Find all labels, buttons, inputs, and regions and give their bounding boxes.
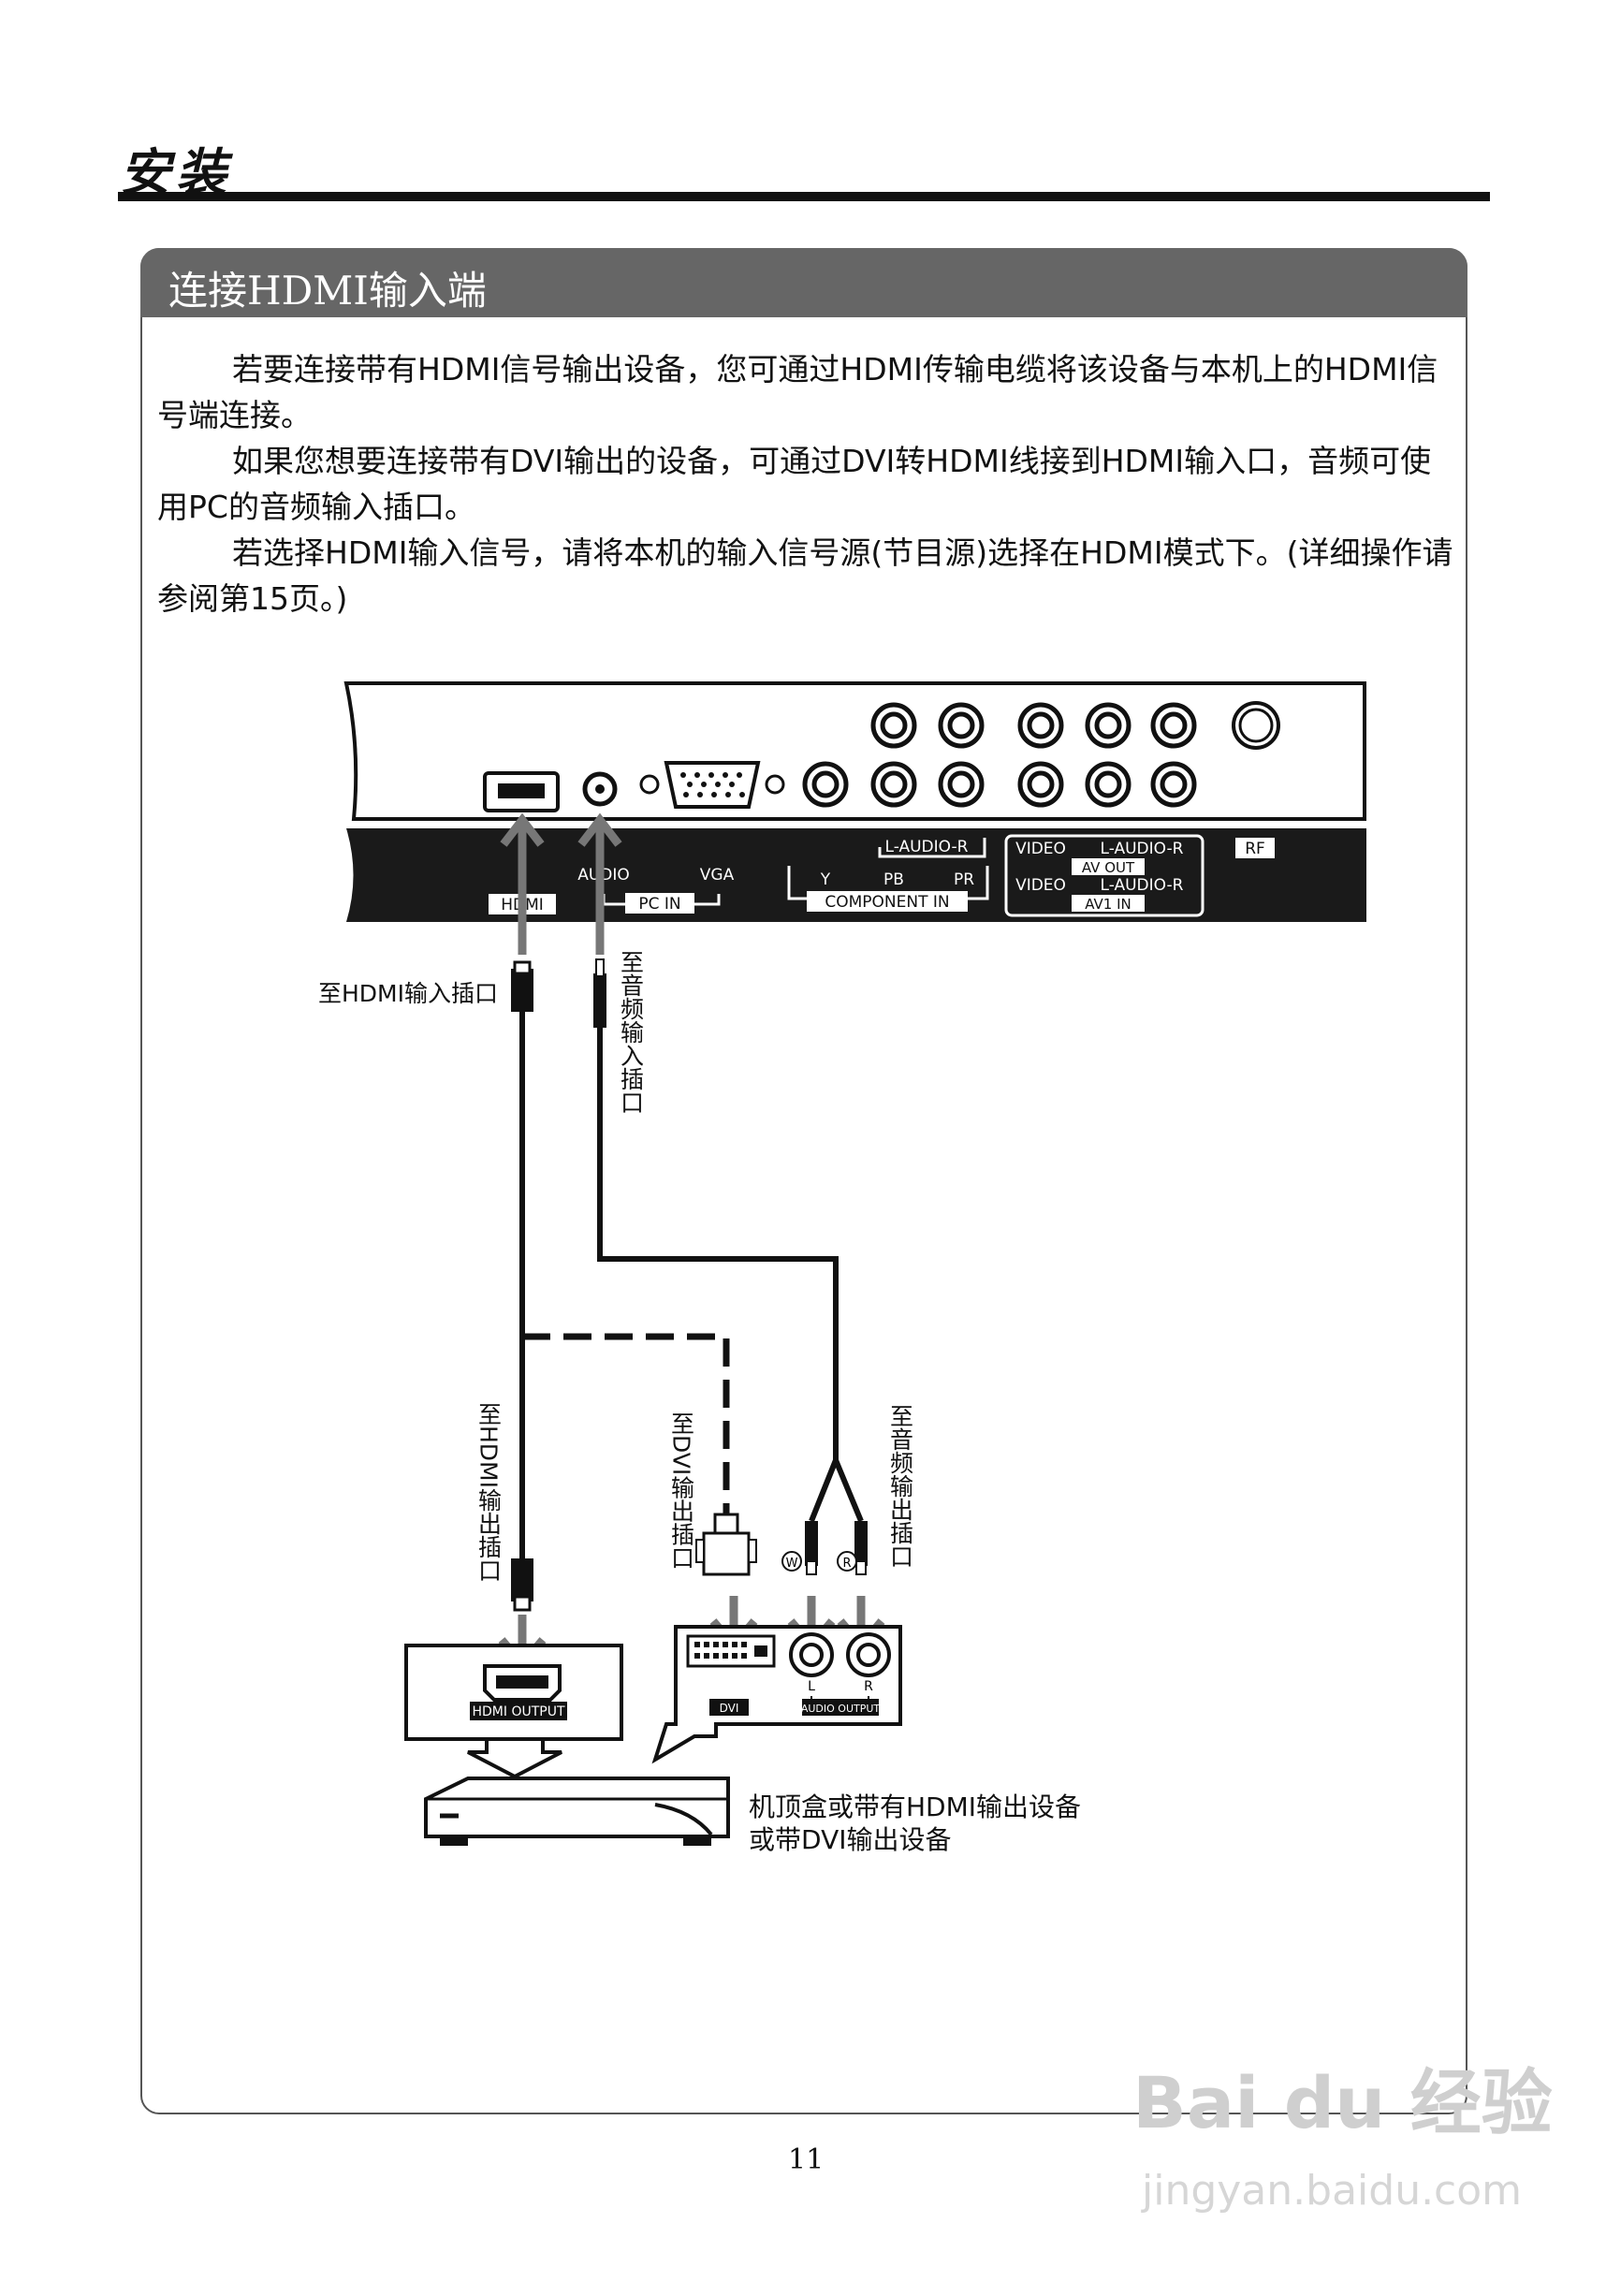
label-y: Y bbox=[820, 870, 831, 889]
device-caption-2: 或带DVI输出设备 bbox=[749, 1824, 951, 1855]
label-audio-in: L-AUDIO-R bbox=[1101, 876, 1184, 895]
label-l: L bbox=[808, 1679, 815, 1694]
header-rule bbox=[118, 192, 1490, 201]
paragraph-select: 若选择HDMI输入信号，请将本机的输入信号源(节目源)选择在HDMI模式下。(详… bbox=[157, 534, 1453, 617]
label-dvi: DVI bbox=[720, 1702, 739, 1715]
paragraph-dvi: 如果您想要连接带有DVI输出的设备，可通过DVI转HDMI线接到HDMI输入口，… bbox=[157, 443, 1432, 525]
callout-to-hdmi-out: 至HDMI输出插口 bbox=[475, 1402, 503, 1582]
watermark-url: jingyan.baidu.com bbox=[1142, 2167, 1523, 2215]
label-component-in: COMPONENT IN bbox=[825, 893, 949, 912]
label-av-out: AV OUT bbox=[1082, 859, 1135, 876]
dvi-plug bbox=[695, 1513, 757, 1576]
instructions-text: 若要连接带有HDMI信号输出设备，您可通过HDMI传输电缆将该设备与本机上的HD… bbox=[157, 346, 1454, 622]
watermark-brand: Bai du 经验 bbox=[1132, 2061, 1553, 2144]
label-r: R bbox=[864, 1679, 873, 1694]
label-pb: PB bbox=[883, 870, 904, 889]
label-component-audio: L-AUDIO-R bbox=[885, 838, 969, 856]
tv-hdmi-port bbox=[483, 771, 560, 812]
hdmi-output-panel: HDMI OUTPUT bbox=[404, 1644, 623, 1779]
tv-rca-jacks bbox=[802, 701, 1280, 808]
label-audio-out: L-AUDIO-R bbox=[1101, 840, 1184, 858]
label-rf: RF bbox=[1245, 840, 1265, 858]
label-pr: PR bbox=[954, 870, 974, 889]
label-video-out: VIDEO bbox=[1015, 840, 1066, 858]
plug-r-label: R bbox=[842, 1557, 851, 1571]
label-video-in: VIDEO bbox=[1015, 876, 1066, 895]
label-vga: VGA bbox=[700, 866, 735, 885]
tv-port-labels: HDMI AUDIO VGA PC IN L-AUDIO-R Y PB PR C… bbox=[489, 834, 1275, 917]
audio-cable: W R bbox=[593, 958, 868, 1575]
callout-to-audio-out: 至音频输出插口 bbox=[887, 1404, 914, 1568]
label-av1-in: AV1 IN bbox=[1085, 896, 1132, 913]
device-caption-1: 机顶盒或带有HDMI输出设备 bbox=[749, 1791, 1081, 1822]
arrows-to-tv bbox=[500, 812, 622, 955]
callout-to-hdmi-in: 至HDMI输入插口 bbox=[318, 980, 498, 1007]
label-audio-output: AUDIO OUTPUT bbox=[801, 1703, 881, 1715]
callout-to-audio-in: 至音频输入插口 bbox=[618, 950, 645, 1114]
hdmi-cable bbox=[511, 960, 533, 1612]
dvi-dashed-cable bbox=[522, 1333, 730, 1514]
dvi-output-panel: L R DVI AUDIO OUTPUT bbox=[651, 1625, 902, 1764]
label-pc-in: PC IN bbox=[638, 895, 680, 914]
tv-vga-port bbox=[639, 761, 785, 809]
tv-audio-jack bbox=[582, 771, 618, 807]
plug-w-label: W bbox=[786, 1557, 798, 1571]
callouts: 至HDMI输入插口 至音频输入插口 至HDMI输出插口 至DVI输出插口 至音频… bbox=[318, 950, 1081, 1855]
section-title-bar: 连接HDMI输入端 bbox=[140, 248, 1467, 317]
page-number: 11 bbox=[788, 2143, 825, 2176]
set-top-box bbox=[424, 1777, 730, 1846]
callout-to-dvi-out: 至DVI输出插口 bbox=[668, 1411, 695, 1569]
section-title: 连接HDMI输入端 bbox=[168, 268, 487, 314]
paragraph-hdmi: 若要连接带有HDMI信号输出设备，您可通过HDMI传输电缆将该设备与本机上的HD… bbox=[157, 351, 1438, 433]
label-hdmi-output: HDMI OUTPUT bbox=[472, 1704, 564, 1719]
